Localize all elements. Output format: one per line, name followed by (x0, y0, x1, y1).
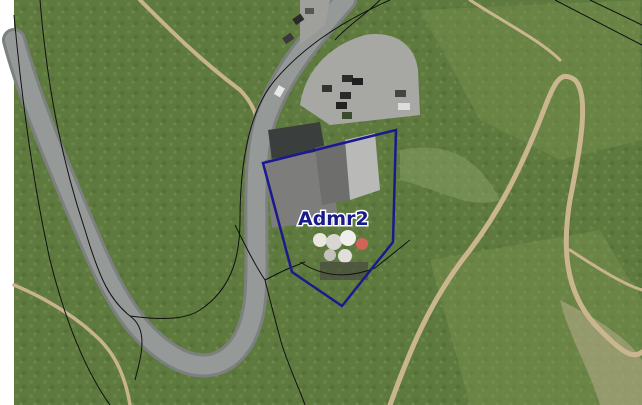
rocky-patch (560, 300, 642, 405)
terrace-umbrellas (313, 230, 368, 280)
parked-cars (273, 8, 410, 119)
mountain-road-surface (5, 0, 354, 375)
cadastral-boundaries (13, 0, 642, 405)
light-slope-patch (420, 0, 642, 160)
parcel-outline[interactable] (261, 128, 398, 308)
gravel-path (387, 73, 642, 405)
rocky-patch-2 (400, 147, 500, 203)
gravel-path-4 (568, 248, 642, 292)
building (265, 122, 380, 228)
gravel-path-3 (12, 283, 132, 405)
parcel-label: Admr2 (298, 208, 369, 230)
map-margin (0, 0, 14, 405)
gravel-path-5 (468, 0, 562, 62)
